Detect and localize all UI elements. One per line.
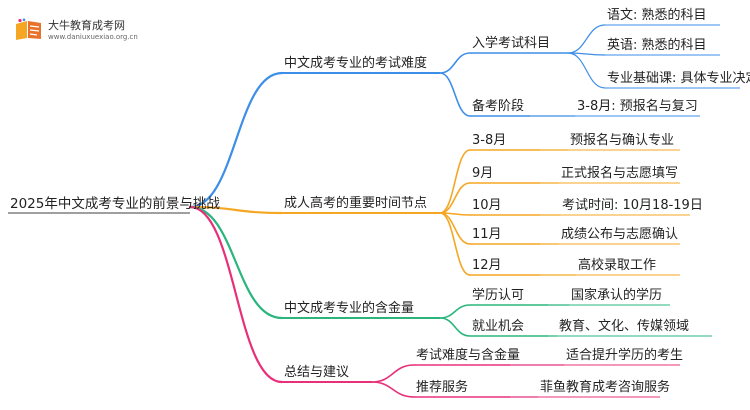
- leaf-exam-time: 考试时间: 10月18-19日: [562, 198, 703, 213]
- node-date-dec: 12月: [472, 258, 502, 273]
- connector-value-1: [439, 317, 471, 337]
- leaf-suitable-for: 适合提升学历的考生: [566, 348, 684, 363]
- connector-value-0: [439, 304, 471, 319]
- connector-exam-subjects: [439, 52, 471, 74]
- leaf-job-fields: 教育、文化、传媒领域: [559, 319, 690, 334]
- node-date-nov: 11月: [472, 227, 502, 242]
- leaf-prep-period: 3-8月: 预报名与复习: [577, 99, 698, 114]
- leaf-admission: 高校录取工作: [578, 258, 657, 273]
- connector-subjects-basics: [567, 52, 606, 89]
- branch-key-dates: 成人高考的重要时间节点: [284, 196, 428, 211]
- connector-date-0: [439, 149, 471, 214]
- node-difficulty-value: 考试难度与含金量: [416, 348, 521, 363]
- leaf-english: 英语: 熟悉的科目: [607, 38, 707, 53]
- connector-summary-0: [371, 364, 415, 383]
- connector-summary-1: [371, 381, 415, 398]
- node-prep-stage: 备考阶段: [472, 99, 525, 114]
- node-date-sep: 9月: [472, 166, 494, 181]
- leaf-pre-register: 预报名与确认专业: [570, 133, 675, 148]
- leaf-formal-register: 正式报名与志愿填写: [561, 166, 679, 181]
- node-degree-recognition: 学历认可: [472, 288, 525, 303]
- branch-exam-difficulty: 中文成考专业的考试难度: [284, 56, 428, 71]
- branch-summary: 总结与建议: [284, 365, 350, 380]
- connector-date-1: [439, 182, 471, 214]
- connector-root-summary: [188, 205, 284, 384]
- node-date-oct: 10月: [472, 198, 502, 213]
- connector-root-exam: [188, 71, 284, 209]
- connector-date-4: [439, 212, 471, 276]
- leaf-national-degree: 国家承认的学历: [571, 288, 663, 303]
- leaf-score-release: 成绩公布与志愿确认: [561, 227, 679, 242]
- leaf-major-basics: 专业基础课: 具体专业决定: [607, 71, 750, 86]
- root-topic: 2025年中文成考专业的前景与挑战: [10, 196, 220, 212]
- node-job-opportunity: 就业机会: [472, 319, 525, 334]
- connector-date-3: [439, 212, 471, 245]
- brand-url: www.daniuxuexiao.org.cn: [48, 32, 138, 41]
- leaf-consult-service: 菲鱼教育成考咨询服务: [540, 380, 671, 395]
- connector-root-dates: [188, 205, 284, 215]
- connector-subjects-chinese: [567, 24, 606, 54]
- book-icon: [14, 18, 44, 42]
- connector-root-value: [188, 205, 284, 320]
- node-entrance-subjects: 入学考试科目: [472, 36, 551, 51]
- node-recommended-service: 推荐服务: [416, 380, 469, 395]
- branch-value: 中文成考专业的含金量: [284, 301, 415, 316]
- node-date-mar-aug: 3-8月: [472, 133, 507, 148]
- brand-logo: 大牛教育成考网 www.daniuxuexiao.org.cn: [14, 18, 138, 42]
- brand-name: 大牛教育成考网: [48, 18, 125, 32]
- connector-exam-prep: [439, 72, 471, 117]
- leaf-chinese: 语文: 熟悉的科目: [607, 8, 707, 23]
